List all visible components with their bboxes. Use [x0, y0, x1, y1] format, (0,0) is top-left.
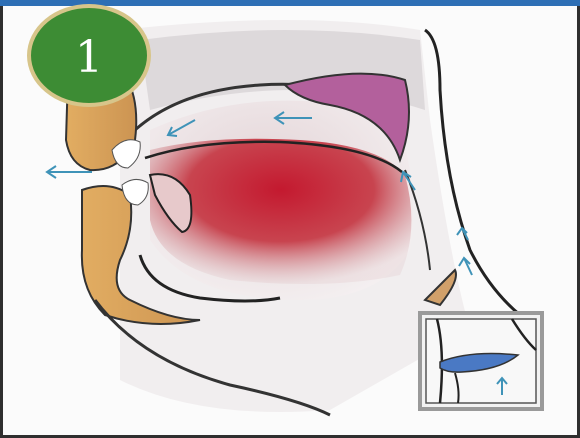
airflow-arrow-icon — [459, 258, 472, 275]
larynx-inset — [420, 313, 542, 409]
step-number-badge: 1 — [27, 4, 151, 107]
airflow-arrow-icon — [457, 228, 468, 240]
step-number: 1 — [75, 36, 103, 80]
